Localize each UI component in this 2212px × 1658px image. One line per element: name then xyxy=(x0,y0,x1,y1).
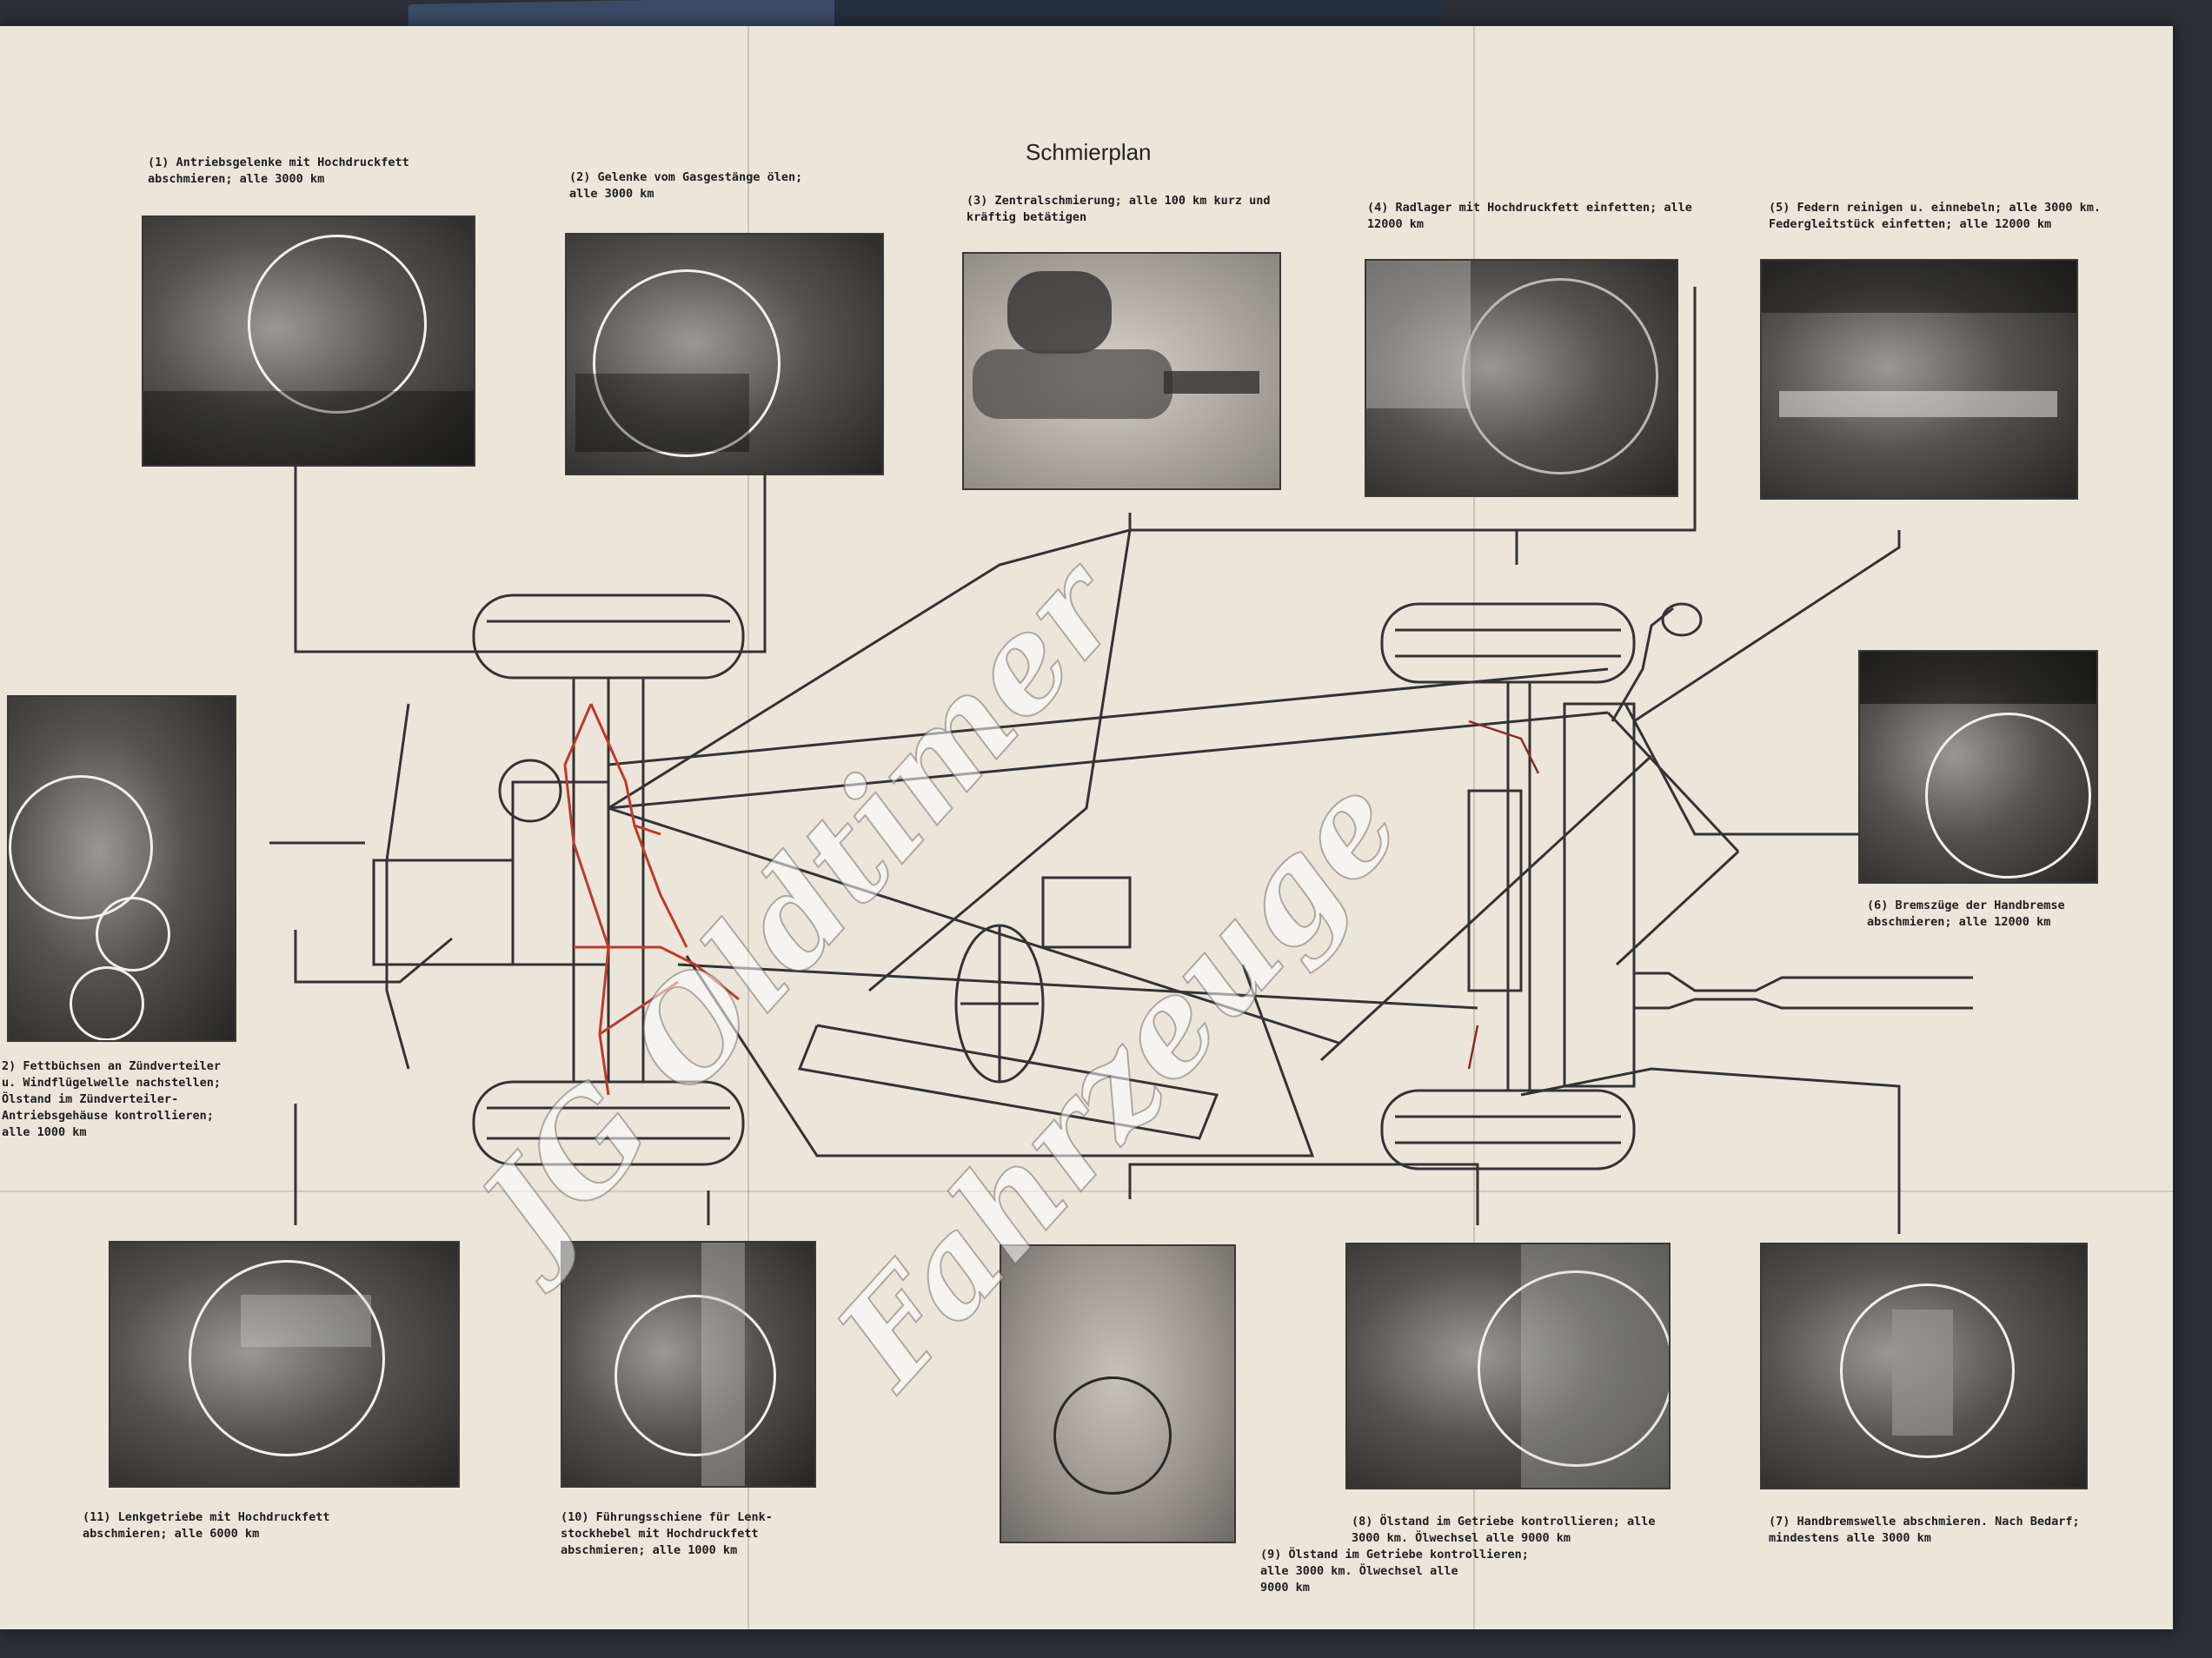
photo-2-throttle-linkage xyxy=(565,233,884,475)
photo-10-steering-guide-rail xyxy=(561,1241,816,1488)
page-title: Schmierplan xyxy=(1026,139,1152,165)
caption-12: 2) Fettbüchsen an Zündverteiler u. Windf… xyxy=(2,1059,221,1139)
caption-3: (3) Zentralschmierung; alle 100 km kurz … xyxy=(967,194,1271,224)
lubrication-chart-sheet: Schmierplan (1) Antriebsgelenke mit Hoch… xyxy=(0,26,2173,1629)
caption-2: (2) Gelenke vom Gasgestänge ölen; alle 3… xyxy=(569,170,803,201)
photo-7-handbrake-shaft xyxy=(1760,1243,2088,1489)
caption-4: (4) Radlager mit Hochdruckfett einfetten… xyxy=(1367,201,1692,231)
caption-7: (7) Handbremswelle abschmieren. Nach Bed… xyxy=(1769,1515,2080,1545)
fold-line xyxy=(1473,26,1475,1629)
caption-1: (1) Antriebsgelenke mit Hochdruckfett ab… xyxy=(148,156,409,186)
photo-11-steering-gear xyxy=(109,1241,460,1488)
photo-3-central-lubrication xyxy=(962,252,1281,490)
photo-5-springs xyxy=(1760,259,2078,500)
photo-9-gearbox-oil-level xyxy=(1000,1244,1236,1543)
photo-4-wheel-bearing xyxy=(1365,259,1678,497)
photo-12-distributor xyxy=(7,695,236,1042)
chassis-diagram xyxy=(269,287,1973,1234)
fold-line xyxy=(0,1190,2173,1192)
photo-8-gearbox-oil xyxy=(1345,1243,1671,1489)
photo-6-handbrake-cables xyxy=(1858,650,2098,884)
caption-6: (6) Bremszüge der Handbremse abschmieren… xyxy=(1867,899,2065,929)
caption-9: (9) Ölstand im Getriebe kontrollieren; a… xyxy=(1260,1548,1529,1595)
fold-line xyxy=(747,26,749,1629)
caption-5: (5) Federn reinigen u. einnebeln; alle 3… xyxy=(1769,201,2102,231)
caption-11: (11) Lenkgetriebe mit Hochdruckfett absc… xyxy=(83,1510,330,1541)
caption-8: (8) Ölstand im Getriebe kontrollieren; a… xyxy=(1352,1515,1656,1545)
caption-10: (10) Führungsschiene für Lenk- stockhebe… xyxy=(561,1510,773,1557)
photo-1-drive-joints xyxy=(142,216,475,467)
